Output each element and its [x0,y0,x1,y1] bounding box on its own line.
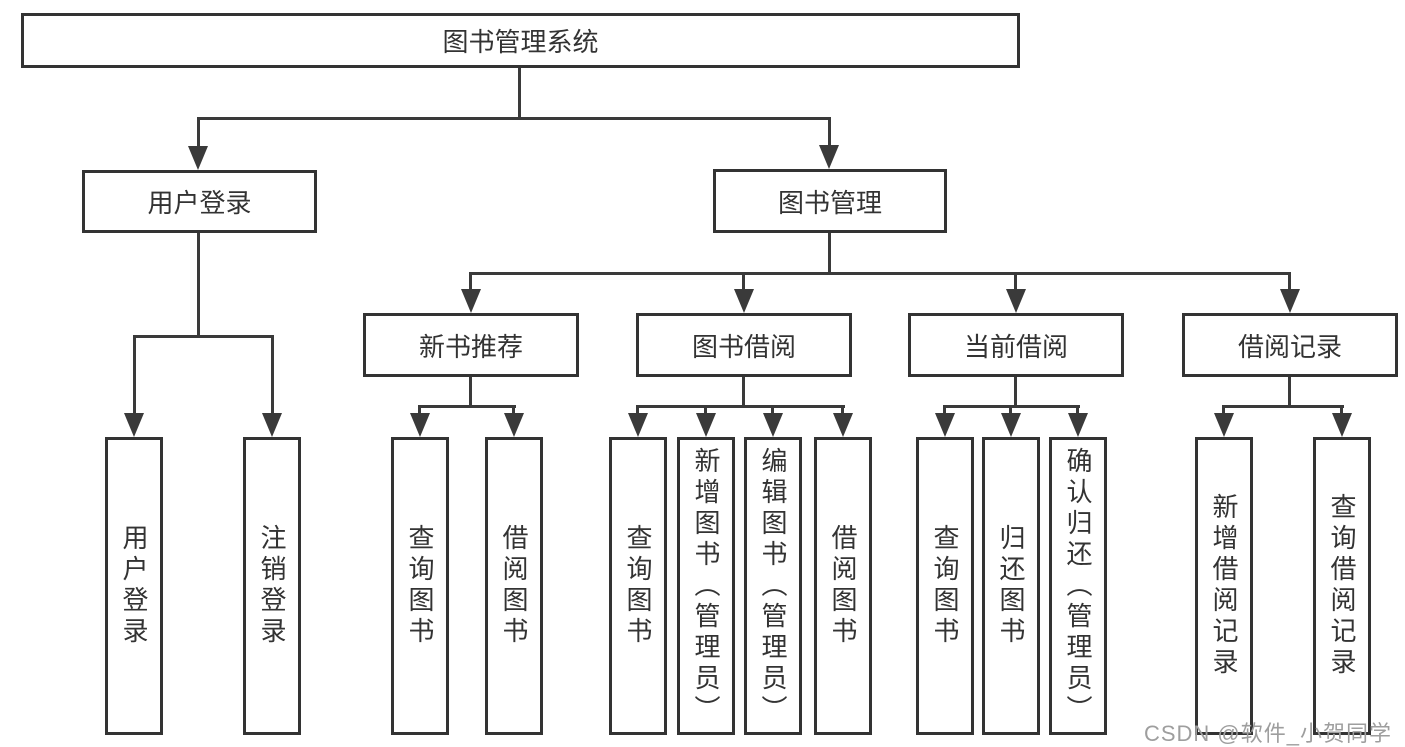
arrow-down-icon [833,413,853,437]
leaf-borrow-books-recommend: 借阅图书 [485,437,543,735]
node-library-management-system: 图书管理系统 [21,13,1020,68]
connector-stem [469,377,472,408]
arrow-down-icon [734,289,754,313]
node-label: 新增借阅记录 [1209,493,1239,679]
leaf-return-books: 归还图书 [982,437,1040,735]
node-new-book-recommendation: 新书推荐 [363,313,579,377]
connector-shaft [197,117,200,149]
connector-shaft [943,405,946,415]
arrow-down-icon [1001,413,1021,437]
node-label: 查询借阅记录 [1327,493,1357,679]
arrow-down-icon [763,413,783,437]
connector-shaft [271,335,274,415]
node-label: 图书管理系统 [442,27,599,57]
node-book-management: 图书管理 [713,169,947,233]
node-label: 查询图书 [623,524,653,648]
arrow-down-icon [696,413,716,437]
arrow-down-icon [124,413,144,437]
node-label: 借阅记录 [1237,331,1342,362]
connector-userlogin-stem [197,233,200,338]
connector-shaft [1222,405,1225,415]
node-label: 借阅图书 [828,524,858,648]
node-label: 用户登录 [119,524,149,648]
connector-shaft [771,405,774,415]
node-book-borrowing: 图书借阅 [636,313,852,377]
node-label: 归还图书 [996,524,1026,648]
leaf-query-books-recommend: 查询图书 [391,437,449,735]
connector-rail [636,405,845,408]
leaf-add-books-admin: 新增图书（管理员） [677,437,735,735]
arrow-down-icon [504,413,524,437]
leaf-query-books-current: 查询图书 [916,437,974,735]
node-current-borrowing: 当前借阅 [908,313,1124,377]
arrow-down-icon [1214,413,1234,437]
node-label: 当前借阅 [963,331,1068,362]
connector-level3-rail [469,272,1291,275]
arrow-down-icon [188,146,208,170]
connector-shaft [418,405,421,415]
leaf-query-books-borrowing: 查询图书 [609,437,667,735]
arrow-down-icon [262,413,282,437]
leaf-query-borrow-record: 查询借阅记录 [1313,437,1371,735]
connector-stem [1288,377,1291,408]
connector-shaft [469,272,472,292]
connector-shaft [704,405,707,415]
connector-rail [418,405,516,408]
node-label: 新书推荐 [418,331,523,362]
node-label: 图书借阅 [691,331,796,362]
arrow-down-icon [410,413,430,437]
connector-shaft [1014,272,1017,292]
connector-userlogin-rail [133,335,274,338]
connector-shaft [1076,405,1079,415]
leaf-borrow-books-borrowing: 借阅图书 [814,437,872,735]
connector-shaft [1288,272,1291,292]
arrow-down-icon [1332,413,1352,437]
node-label: 编辑图书（管理员） [758,446,788,726]
connector-stem [742,377,745,408]
arrow-down-icon [819,145,839,169]
node-label: 查询图书 [405,524,435,648]
node-label: 借阅图书 [499,524,529,648]
node-label: 确认归还（管理员） [1063,446,1093,726]
leaf-user-login: 用户登录 [105,437,163,735]
leaf-logout: 注销登录 [243,437,301,735]
connector-shaft [512,405,515,415]
node-label: 查询图书 [930,524,960,648]
connector-stem [1014,377,1017,408]
arrow-down-icon [461,289,481,313]
arrow-down-icon [1280,289,1300,313]
connector-rail [1222,405,1344,408]
connector-shaft [828,117,831,149]
leaf-add-borrow-record: 新增借阅记录 [1195,437,1253,735]
node-label: 用户登录 [147,188,252,218]
leaf-edit-books-admin: 编辑图书（管理员） [744,437,802,735]
node-borrowing-records: 借阅记录 [1182,313,1398,377]
watermark: CSDN @软件_小贺同学 [1143,721,1392,746]
connector-shaft [636,405,639,415]
node-label: 图书管理 [777,187,882,218]
connector-root-stem [518,68,521,118]
leaf-confirm-return-admin: 确认归还（管理员） [1049,437,1107,735]
arrow-down-icon [935,413,955,437]
connector-level2-rail [197,117,830,120]
node-user-login: 用户登录 [82,170,317,233]
arrow-down-icon [1068,413,1088,437]
arrow-down-icon [1006,289,1026,313]
connector-shaft [1340,405,1343,415]
connector-shaft [1009,405,1012,415]
node-label: 新增图书（管理员） [691,446,721,726]
connector-shaft [841,405,844,415]
arrow-down-icon [628,413,648,437]
connector-bookmgmt-stem [828,233,831,275]
connector-shaft [133,335,136,415]
connector-shaft [742,272,745,292]
node-label: 注销登录 [257,524,287,648]
